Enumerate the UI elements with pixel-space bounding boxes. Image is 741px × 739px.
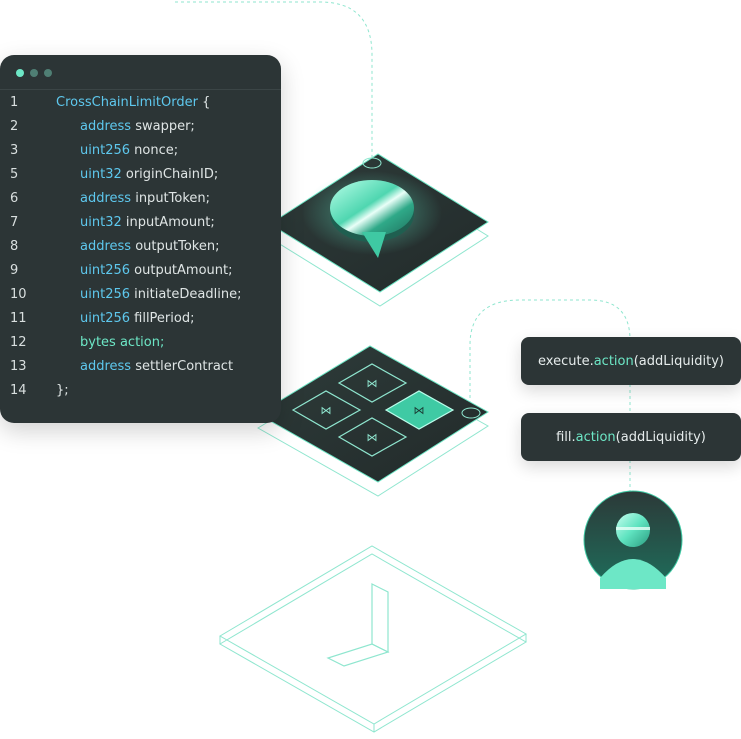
code-identifier: inputAmount; [121,215,215,230]
code-text: uint256 initiateDeadline; [80,283,241,307]
code-identifier: action; [115,335,165,350]
code-identifier: settlerContract [131,359,234,374]
code-keyword: address [80,359,132,374]
chip-right-active: ⋈ [384,390,455,430]
chip-top: ⋈ [337,363,408,403]
code-line: 14}; [0,379,281,403]
code-text: address swapper; [80,115,195,139]
code-text: address inputToken; [80,187,210,211]
code-line: 6 address inputToken; [0,187,281,211]
connector-top [175,1,373,160]
line-number: 10 [10,287,27,302]
chat-tile [269,153,489,307]
fill-suffix: (addLiquidity) [615,429,706,445]
code-identifier: outputAmount; [130,263,233,278]
svg-text:⋈: ⋈ [367,377,378,390]
code-keyword: uint256 [80,143,131,158]
code-text: bytes action; [80,331,164,355]
execute-action-box: execute.action(addLiquidity) [521,337,741,385]
line-number: 2 [10,119,19,134]
code-text: uint32 originChainID; [80,163,218,187]
fill-accent: action [575,429,616,445]
execute-prefix: execute. [538,353,594,369]
code-line: 1 CrossChainLimitOrder { [0,91,281,115]
execute-suffix: (addLiquidity) [633,353,724,369]
svg-text:⋈: ⋈ [367,431,378,444]
code-line: 7 uint32 inputAmount; [0,211,281,235]
code-identifier: outputToken; [131,239,220,254]
svg-text:⋈: ⋈ [414,404,425,417]
code-line: 8 address outputToken; [0,235,281,259]
line-number: 7 [10,215,19,230]
code-keyword: uint256 [80,263,131,278]
chip-bottom: ⋈ [337,417,408,457]
code-identifier: initiateDeadline; [130,287,242,302]
code-text: CrossChainLimitOrder { [56,91,210,115]
checkmark-icon [326,583,390,667]
code-line: 10 uint256 initiateDeadline; [0,283,281,307]
code-line: 11 uint256 fillPeriod; [0,307,281,331]
code-text: uint256 fillPeriod; [80,307,194,331]
connector-middle [469,299,631,410]
line-number: 1 [10,95,19,110]
window-titlebar [0,55,281,90]
chip-left: ⋈ [291,390,362,430]
code-text: }; [56,379,69,403]
code-text: uint256 nonce; [80,139,178,163]
code-keyword: uint32 [80,215,122,230]
chat-bubble-icon [330,180,414,258]
code-line: 12 bytes action; [0,331,281,355]
code-keyword: address [80,191,132,206]
code-identifier: inputToken; [131,191,211,206]
check-tile [219,545,527,733]
code-identifier: swapper; [131,119,195,134]
window-dot-icon [16,69,24,77]
code-line: 9 uint256 outputAmount; [0,259,281,283]
code-line: 13 address settlerContract [0,355,281,379]
code-line: 3 uint256 nonce; [0,139,281,163]
fill-action-box: fill.action(addLiquidity) [521,413,741,461]
code-keyword: uint256 [80,287,131,302]
code-keyword: bytes [80,335,116,350]
code-text: address outputToken; [80,235,219,259]
code-identifier: nonce; [130,143,179,158]
code-identifier: }; [56,383,69,398]
line-number: 8 [10,239,19,254]
line-number: 14 [10,383,27,398]
user-avatar [583,490,683,590]
code-identifier: fillPeriod; [130,311,195,326]
window-dot-icon [44,69,52,77]
line-number: 6 [10,191,19,206]
code-keyword: address [80,239,132,254]
line-number: 9 [10,263,19,278]
code-line: 2 address swapper; [0,115,281,139]
line-number: 12 [10,335,27,350]
code-text: uint256 outputAmount; [80,259,233,283]
fill-prefix: fill. [556,429,576,445]
code-text: uint32 inputAmount; [80,211,215,235]
svg-text:⋈: ⋈ [321,404,332,417]
blocks-tile: ⋈ ⋈ ⋈ ⋈ [257,345,489,497]
line-number: 13 [10,359,27,374]
code-keyword: address [80,119,132,134]
line-number: 5 [10,167,19,182]
code-text: address settlerContract [80,355,233,379]
line-number: 11 [10,311,27,326]
window-dot-icon [30,69,38,77]
code-line: 5 uint32 originChainID; [0,163,281,187]
code-keyword: CrossChainLimitOrder [56,95,198,110]
code-keyword: uint32 [80,167,122,182]
line-number: 3 [10,143,19,158]
code-keyword: uint256 [80,311,131,326]
code-identifier: originChainID; [121,167,219,182]
execute-accent: action [593,353,634,369]
code-identifier: { [197,95,211,110]
